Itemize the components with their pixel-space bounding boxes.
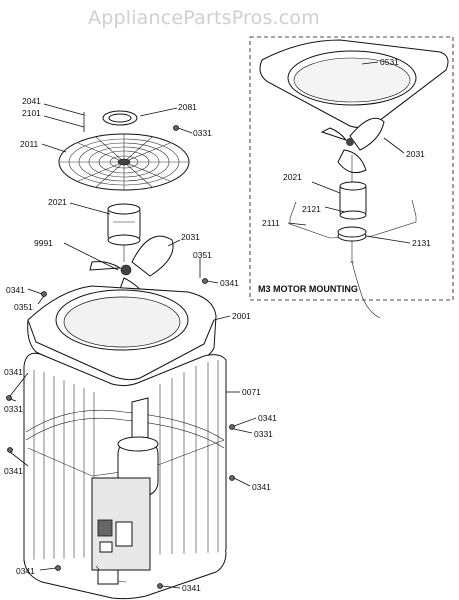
part-labels: 2041 2101 2081 0331 2011 2021 9991 2031 … [4,96,277,593]
label-0341-bottom-right: 0341 [182,583,201,593]
label-2041: 2041 [22,96,41,106]
part-2011-fan-guard [58,133,190,191]
part-2021-motor [107,203,141,262]
label-2021: 2021 [48,197,67,207]
inset-label-2021: 2021 [283,172,302,182]
label-0071: 0071 [242,387,261,397]
inset-label-2031: 2031 [406,149,425,159]
inset-title: M3 MOTOR MOUNTING [258,284,358,294]
part-2001-top-panel [27,285,217,391]
label-0341-left-top: 0341 [6,285,25,295]
inset-label-0531: 0531 [380,57,399,67]
label-0341-bottom-left: 0341 [16,566,35,576]
label-0331-right: 0331 [254,429,273,439]
label-2011: 2011 [20,139,39,149]
inset-top-panel [259,39,449,129]
label-0341-right-top: 0341 [220,278,239,288]
label-2101: 2101 [22,108,41,118]
label-0341-left-low: 0341 [4,466,23,476]
label-2001: 2001 [232,311,251,321]
label-0351-right: 0351 [193,250,212,260]
inset-label-2121: 2121 [302,204,321,214]
label-0331-left: 0331 [4,404,23,414]
label-2031: 2031 [181,232,200,242]
watermark: AppliancePartsPros.com [88,7,320,29]
coil-fins [33,360,219,585]
label-9991: 9991 [34,238,53,248]
inset-label-2111: 2111 [262,218,280,228]
label-0331-top: 0331 [193,128,212,138]
inset-motor [339,155,367,220]
label-2081: 2081 [178,102,197,112]
label-0351-left: 0351 [14,302,33,312]
compressor-assembly [91,436,159,585]
inset-label-2131: 2131 [412,238,431,248]
leader-lines [9,103,257,589]
label-0341-right-mid: 0341 [258,413,277,423]
inset-border [249,36,454,301]
label-0341-left-mid: 0341 [4,367,23,377]
inset-leader-line [351,261,381,319]
label-0341-right-low: 0341 [252,482,271,492]
part-2081-ring [102,110,138,126]
inset-motor-mounting: 0531 2031 2021 2121 2111 2131 M3 MOTOR M… [249,36,454,319]
